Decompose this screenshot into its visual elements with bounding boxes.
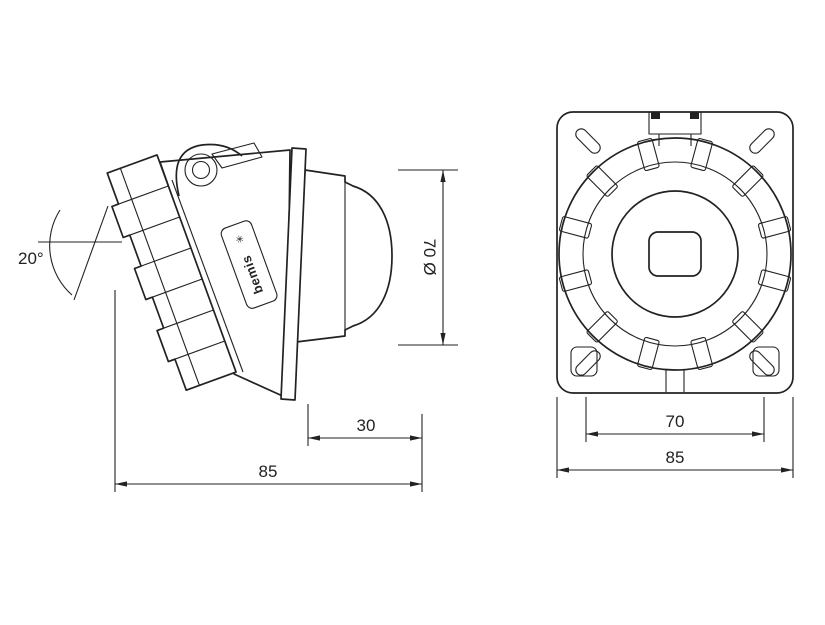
rib-tab [558,269,593,292]
rib-tab [637,137,660,172]
cover-ribs [112,168,225,386]
body-detail-line [171,179,244,373]
rib-line [123,216,180,238]
dimension-width-85: 85 [556,397,794,478]
top-tab-mark [690,112,699,119]
rib-tab [586,311,618,343]
dim-85-label: 85 [259,462,278,481]
latch-arm [211,142,263,169]
dim-arrow [586,431,598,437]
rib-tab [690,336,713,371]
angle-label: 20° [18,249,44,268]
mounting-slot [575,128,601,154]
dim-arrow [308,435,320,441]
rib-tab [757,269,792,292]
brand-plate [220,220,278,309]
dim-arrow [781,467,793,473]
rib-tab [690,137,713,172]
angle-annotation: 20° [18,205,122,301]
dimension-diameter-70: 70 Ø [398,169,458,346]
rib-line [146,278,203,300]
dim-arrow [410,435,422,441]
angle-face-line [73,205,109,301]
rib-tab [586,165,618,197]
dimension-depth-30: 30 [307,404,423,492]
mounting-plate-edge [280,147,307,401]
rib-line [157,309,214,331]
dim-arrow [410,481,422,487]
angle-arc [49,209,73,296]
hinge-pin-hole [191,160,211,180]
dim-arrow [115,481,127,487]
dim-70-label: 70 [666,412,685,431]
rib-tab [732,311,764,343]
dim-30-label: 30 [357,416,376,435]
dim-arrow [557,467,569,473]
bottom-foot [570,346,598,377]
dimension-depth-85: 85 [114,290,422,492]
bemis-logo-icon: ✳ [234,234,246,247]
outer-circle [558,137,792,371]
rib-line [135,247,192,269]
front-view: 70 85 [556,111,794,478]
rear-cylinder [295,169,393,343]
top-tab-mark [651,112,660,119]
dim-arrow [752,431,764,437]
cover-inner-line [119,168,200,386]
mounting-slot [575,350,601,376]
center-window [648,231,702,277]
rib-root-circle [582,161,768,347]
bottom-foot [752,346,780,377]
top-tab [648,111,702,135]
rib-tab [637,336,660,371]
dim-85-label: 85 [666,448,685,467]
mounting-slot [749,350,775,376]
diameter-label: 70 Ø [420,239,439,276]
dim-arrow [440,170,446,182]
hinge-boss [184,153,218,187]
rib-line [169,340,225,362]
rib-line [112,185,169,207]
dim-arrow [440,333,446,345]
hinge [175,142,263,197]
side-view: ✳ bemis 20° 70 Ø [18,142,458,492]
rib-tab [732,165,764,197]
mounting-slot [749,128,775,154]
rib-tab [558,216,593,239]
face-circle [611,190,739,318]
rib-tab [757,216,792,239]
dimension-width-70: 70 [585,397,765,442]
